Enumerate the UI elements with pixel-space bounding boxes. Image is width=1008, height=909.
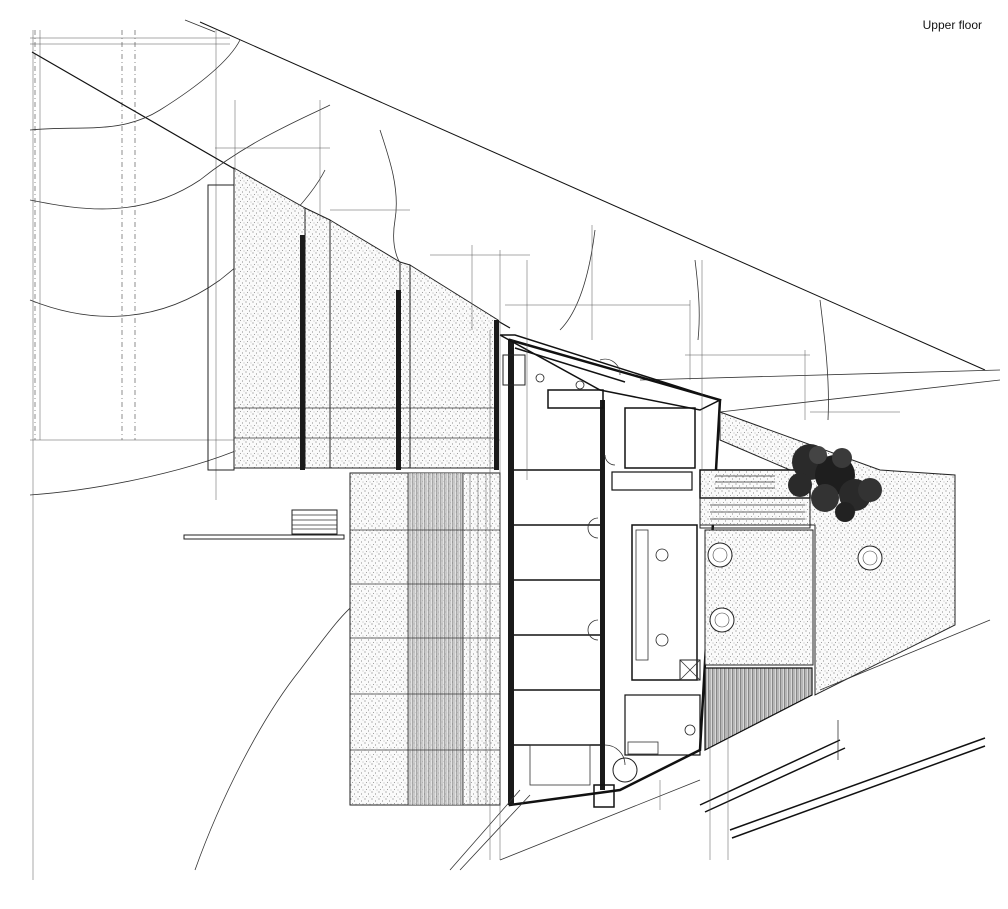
dimension-lines <box>215 100 900 860</box>
site-gridlines <box>30 30 500 880</box>
entry-stair <box>183 509 345 540</box>
courtyard <box>349 472 501 806</box>
south-deck <box>704 667 813 751</box>
drawing-title: Upper floor <box>922 18 982 32</box>
building-outline <box>508 338 722 808</box>
stepped-terraces <box>207 167 499 471</box>
east-terrace <box>699 411 956 696</box>
property-boundary <box>31 19 1001 413</box>
south-walls <box>449 619 991 871</box>
north-wing <box>499 334 722 411</box>
tree-canopy <box>788 444 882 522</box>
